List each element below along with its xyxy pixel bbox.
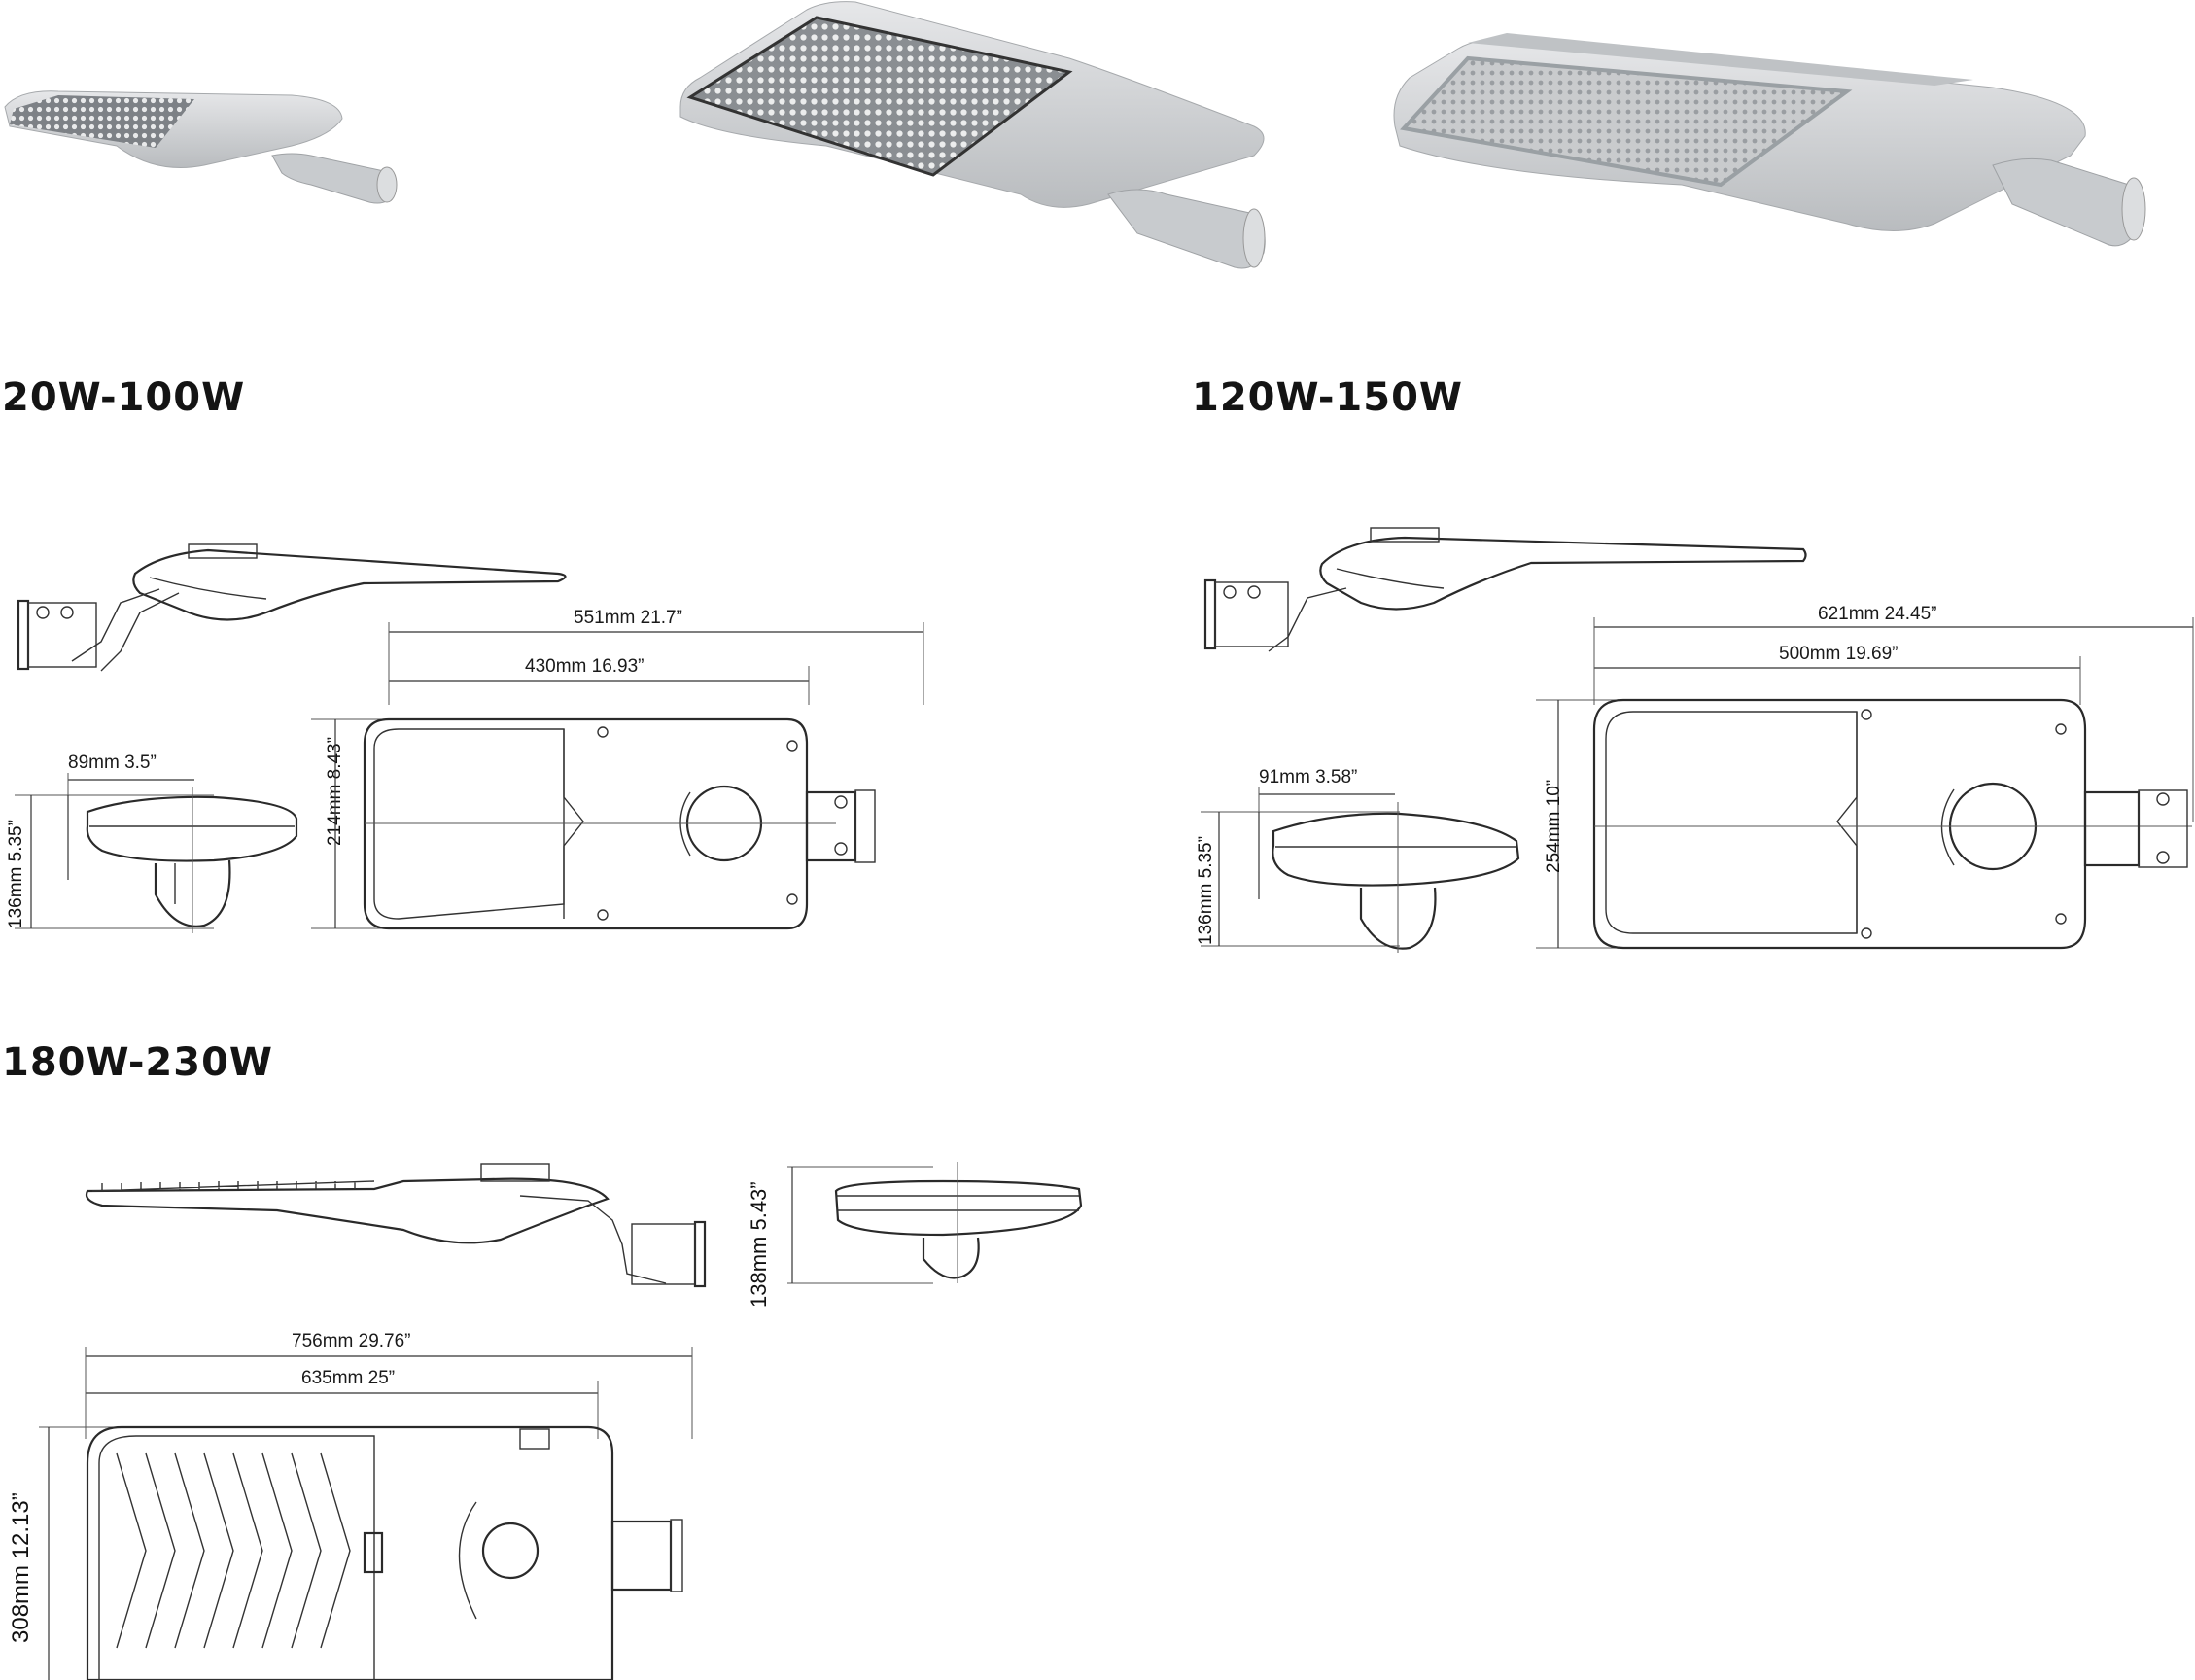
- front-view-large: [787, 1162, 1083, 1284]
- side-view-medium: [1203, 527, 1807, 652]
- top-view-small: [311, 718, 876, 930]
- product-render-small: [4, 90, 398, 204]
- dim-height-large: 138mm 5.43”: [747, 1181, 771, 1308]
- heading-large-model: 180W-230W: [2, 1040, 274, 1085]
- dim-body-length-small: 430mm 16.93”: [525, 656, 645, 677]
- dim-body-length-large: 635mm 25”: [301, 1368, 395, 1388]
- side-view-large: [85, 1163, 707, 1288]
- dim-height-small: 136mm 5.35”: [6, 820, 26, 928]
- dim-depth-medium: 91mm 3.58”: [1259, 767, 1357, 788]
- heading-medium-model: 120W-150W: [1192, 375, 1464, 420]
- dim-total-length-large: 756mm 29.76”: [292, 1331, 411, 1351]
- front-view-medium: 91mm 3.58”: [1201, 767, 1520, 953]
- product-render-medium: [679, 1, 1266, 269]
- dim-width-large: 308mm 12.13”: [8, 1492, 34, 1643]
- dim-depth-small: 89mm 3.5”: [68, 752, 157, 773]
- dimension-lengths-medium: 621mm 24.45” 500mm 19.69”: [1593, 604, 2194, 822]
- dim-height-medium: 136mm 5.35”: [1196, 836, 1216, 945]
- dim-width-line-small: [334, 719, 336, 928]
- side-view-small: [17, 543, 567, 672]
- dim-total-length-medium: 621mm 24.45”: [1818, 604, 1937, 624]
- front-view-small: 89mm 3.5”: [15, 752, 298, 933]
- dim-total-length-small: 551mm 21.7”: [574, 608, 682, 628]
- dim-width-line-medium: [1557, 700, 1559, 948]
- dimension-lengths-small: 551mm 21.7” 430mm 16.93”: [388, 608, 924, 705]
- heading-small-model: 20W-100W: [2, 375, 246, 420]
- dim-body-length-medium: 500mm 19.69”: [1779, 644, 1899, 664]
- dim-width-medium: 254mm 10”: [1544, 779, 1564, 873]
- product-render-large: [1393, 33, 2146, 247]
- dimension-lengths-large: 756mm 29.76” 635mm 25”: [85, 1331, 693, 1439]
- top-view-medium: [1536, 698, 2192, 950]
- top-view-large: [39, 1425, 683, 1680]
